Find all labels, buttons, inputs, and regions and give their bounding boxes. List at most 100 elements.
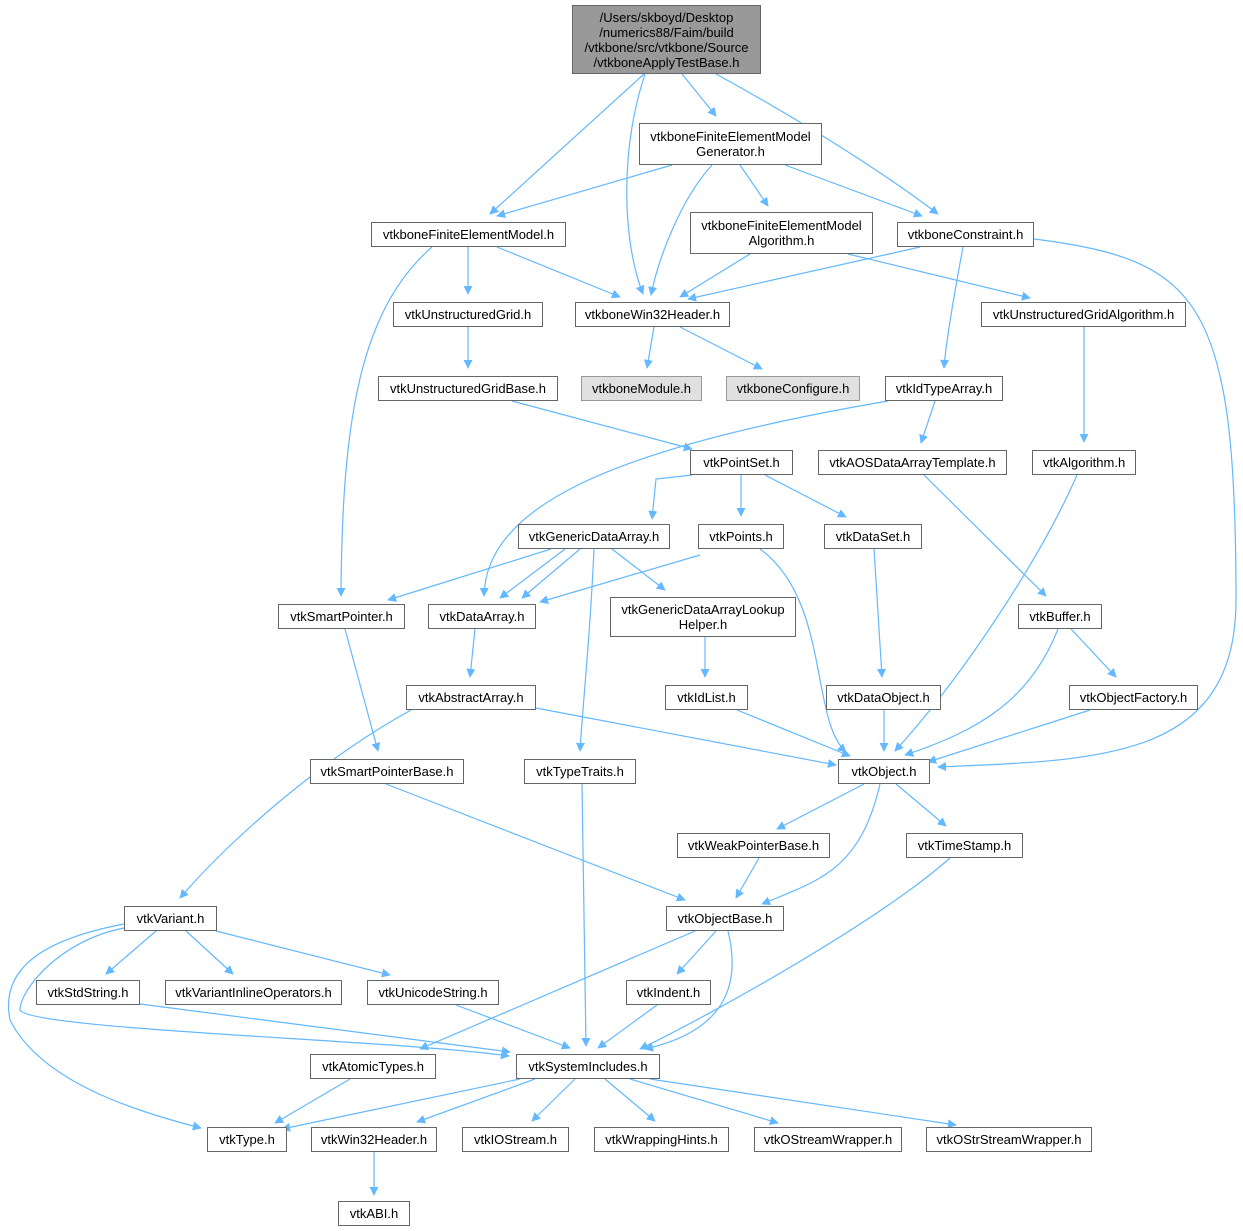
node-vtk-atomic-types[interactable]: vtkAtomicTypes.h (310, 1054, 436, 1079)
node-vtk-points[interactable]: vtkPoints.h (698, 524, 784, 549)
include-edge (904, 628, 1059, 757)
include-edge (776, 783, 865, 830)
include-edge (336, 246, 433, 597)
include-edge (8, 923, 202, 1131)
include-edge (764, 474, 847, 518)
include-edge (455, 1004, 571, 1050)
include-edge (531, 1078, 576, 1122)
node-vtk-unstructured-grid-algorithm[interactable]: vtkUnstructuredGridAlgorithm.h (981, 302, 1186, 327)
include-edge (715, 73, 939, 215)
include-edge (679, 253, 751, 298)
node-vtk-abstract-array[interactable]: vtkAbstractArray.h (406, 685, 536, 710)
include-edge (649, 1078, 957, 1129)
node-vtkbone-module: vtkboneModule.h (581, 376, 702, 401)
include-edge (784, 164, 923, 218)
include-edge (604, 1078, 656, 1122)
include-edge (644, 930, 733, 1052)
include-edge (611, 548, 666, 591)
node-vtk-smart-pointer-base[interactable]: vtkSmartPointerBase.h (310, 759, 464, 784)
include-edge (681, 73, 717, 117)
include-edge (923, 474, 1047, 597)
node-vtk-algorithm[interactable]: vtkAlgorithm.h (1032, 450, 1136, 475)
include-edge (179, 709, 412, 899)
node-vtk-object[interactable]: vtkObject.h (838, 759, 930, 784)
include-edge (274, 1078, 351, 1124)
include-edge (894, 474, 1078, 752)
node-vtk-data-set[interactable]: vtkDataSet.h (824, 524, 922, 549)
include-edge (739, 164, 769, 207)
node-vtkbone-apply-test-base: /Users/skboyd/Desktop /numerics88/Faim/b… (572, 5, 761, 74)
include-edge (735, 857, 760, 899)
include-edge (687, 246, 921, 302)
include-edge (499, 548, 566, 599)
include-edge (19, 927, 510, 1060)
node-vtk-abi[interactable]: vtkABI.h (338, 1201, 410, 1226)
include-edge (626, 73, 646, 295)
include-edge (281, 1078, 521, 1132)
include-edge (511, 400, 693, 452)
node-vtk-id-type-array[interactable]: vtkIdTypeArray.h (885, 376, 1003, 401)
node-vtk-aos-data-array-template[interactable]: vtkAOSDataArrayTemplate.h (818, 450, 1007, 475)
node-vtk-point-set[interactable]: vtkPointSet.h (690, 450, 793, 475)
node-vtk-time-stamp[interactable]: vtkTimeStamp.h (906, 833, 1023, 858)
node-vtk-ostream-wrapper[interactable]: vtkOStreamWrapper.h (754, 1127, 902, 1152)
include-edge (105, 930, 157, 975)
node-vtkbone-win32-header[interactable]: vtkboneWin32Header.h (575, 302, 730, 327)
node-vtk-ostrstream-wrapper[interactable]: vtkOStrStreamWrapper.h (926, 1127, 1092, 1152)
node-vtk-unstructured-grid[interactable]: vtkUnstructuredGrid.h (393, 302, 543, 327)
include-edge (759, 548, 847, 753)
include-edge (387, 548, 552, 602)
node-vtk-unstructured-grid-base[interactable]: vtkUnstructuredGridBase.h (378, 376, 558, 401)
include-edge (185, 930, 234, 975)
node-vtkbone-finite-element-model-algorithm[interactable]: vtkboneFiniteElementModel Algorithm.h (690, 212, 873, 254)
node-vtk-std-string[interactable]: vtkStdString.h (36, 980, 140, 1005)
node-vtk-type-traits[interactable]: vtkTypeTraits.h (524, 759, 636, 784)
include-edge (575, 548, 595, 752)
include-edge (496, 246, 621, 299)
node-vtk-variant-inline-operators[interactable]: vtkVariantInlineOperators.h (165, 980, 342, 1005)
include-edge (676, 930, 717, 975)
node-vtkbone-configure: vtkboneConfigure.h (726, 376, 860, 401)
node-vtk-wrapping-hints[interactable]: vtkWrappingHints.h (594, 1127, 729, 1152)
node-vtk-generic-data-array-lookup-helper[interactable]: vtkGenericDataArrayLookup Helper.h (610, 597, 796, 637)
node-vtk-object-factory[interactable]: vtkObjectFactory.h (1069, 685, 1198, 710)
include-edge (535, 707, 837, 768)
node-vtkbone-finite-element-model[interactable]: vtkboneFiniteElementModel.h (371, 222, 566, 247)
node-vtk-object-base[interactable]: vtkObjectBase.h (666, 906, 784, 931)
node-vtk-generic-data-array[interactable]: vtkGenericDataArray.h (518, 524, 670, 549)
node-vtk-data-array[interactable]: vtkDataArray.h (428, 604, 536, 629)
include-edge (479, 400, 889, 597)
include-edge (919, 400, 936, 444)
node-vtk-data-object[interactable]: vtkDataObject.h (826, 685, 941, 710)
include-edge (419, 930, 696, 1050)
include-edge (937, 238, 1237, 772)
node-vtk-smart-pointer[interactable]: vtkSmartPointer.h (278, 604, 405, 629)
include-edge (761, 783, 881, 906)
include-edge (927, 709, 1091, 764)
node-vtk-id-list[interactable]: vtkIdList.h (665, 685, 748, 710)
include-edge (847, 253, 1031, 301)
node-vtk-win32-header[interactable]: vtkWin32Header.h (311, 1127, 437, 1152)
node-vtk-indent[interactable]: vtkIndent.h (626, 980, 711, 1005)
include-edge (215, 930, 391, 978)
include-edge (643, 326, 655, 369)
node-vtkbone-finite-element-model-generator[interactable]: vtkboneFiniteElementModel Generator.h (639, 123, 822, 165)
include-edge (344, 628, 381, 752)
include-edge (416, 1078, 536, 1124)
node-vtk-io-stream[interactable]: vtkIOStream.h (462, 1127, 569, 1152)
node-vtk-weak-pointer-base[interactable]: vtkWeakPointerBase.h (677, 833, 830, 858)
node-vtk-variant[interactable]: vtkVariant.h (124, 906, 217, 931)
node-vtk-buffer[interactable]: vtkBuffer.h (1018, 604, 1102, 629)
node-vtkbone-constraint[interactable]: vtkboneConstraint.h (897, 222, 1034, 247)
include-edge (736, 709, 851, 758)
include-edge (648, 474, 693, 520)
include-edge (539, 554, 701, 605)
node-vtk-unicode-string[interactable]: vtkUnicodeString.h (367, 980, 499, 1005)
include-edge (679, 326, 763, 370)
node-vtk-type[interactable]: vtkType.h (207, 1127, 287, 1152)
include-edge (873, 548, 886, 678)
include-edge (139, 1003, 511, 1056)
node-vtk-system-includes[interactable]: vtkSystemIncludes.h (516, 1054, 660, 1079)
